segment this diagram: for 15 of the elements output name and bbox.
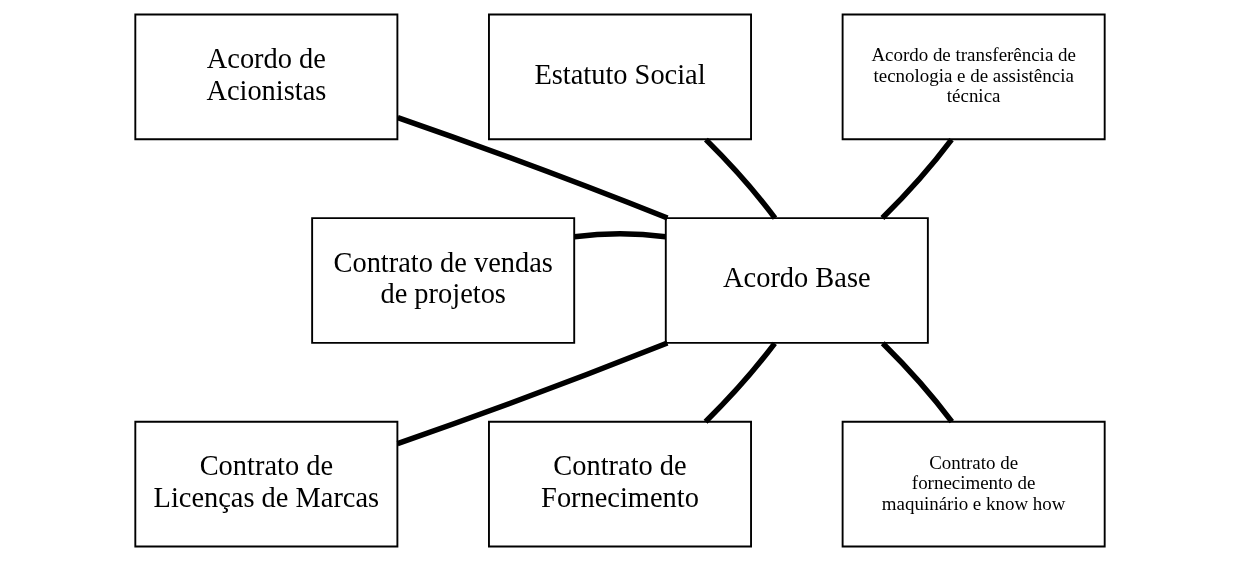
node-box: Contrato de Licenças de Marcas: [134, 420, 399, 548]
node-box: Contrato de Fornecimento: [488, 420, 752, 548]
node-box: Contrato de fornecimento de maquinário e know how: [841, 420, 1106, 548]
connector: [703, 137, 778, 220]
node-box: Estatuto Social: [488, 13, 752, 141]
connector: [880, 138, 954, 220]
connector: [574, 231, 666, 240]
connector: [396, 340, 669, 447]
connector: [396, 114, 669, 221]
connector: [703, 341, 777, 424]
node-box: Acordo Base: [664, 217, 929, 344]
node-box: Contrato de vendas de projetos: [311, 217, 576, 344]
connector: [880, 341, 955, 424]
node-box: Acordo de transferência de tecnologia e de assistência técnica: [841, 13, 1106, 141]
node-box: Acordo de Acionistas: [134, 13, 399, 141]
